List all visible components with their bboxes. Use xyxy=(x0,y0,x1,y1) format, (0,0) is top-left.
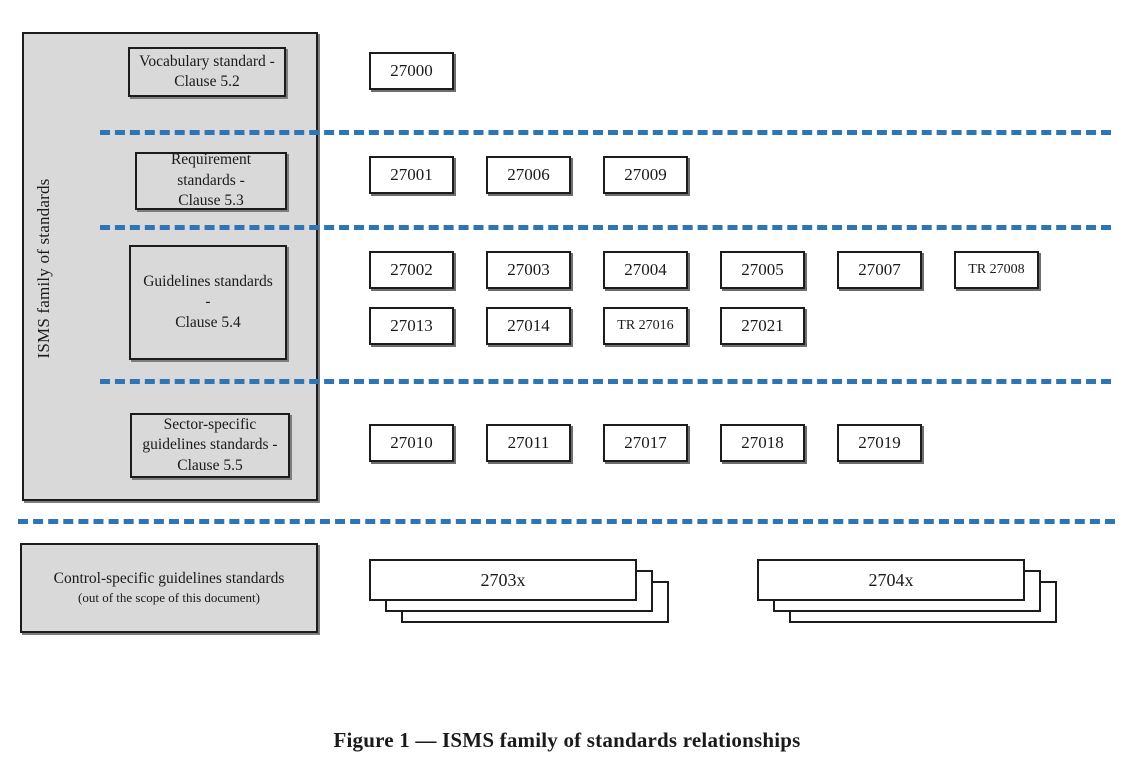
category-label-guidelines: Guidelines standards-Clause 5.4 xyxy=(143,272,273,331)
separator-dashed-line-3 xyxy=(100,379,1111,384)
standard-box-27019: 27019 xyxy=(837,424,922,462)
figure-caption: Figure 1 — ISMS family of standards rela… xyxy=(333,728,801,752)
standard-box-27013: 27013 xyxy=(369,307,454,345)
standard-box-27007: 27007 xyxy=(837,251,922,289)
category-box-guidelines: Guidelines standards-Clause 5.4 xyxy=(129,245,287,360)
standard-box-label: 27000 xyxy=(390,61,433,80)
standard-box-27021: 27021 xyxy=(720,307,805,345)
standard-box-label: 27002 xyxy=(390,260,433,279)
standard-box-label: 27001 xyxy=(390,165,433,184)
stack-sheet-front: 2703x xyxy=(369,559,637,601)
standard-box-27005: 27005 xyxy=(720,251,805,289)
category-box-vocabulary: Vocabulary standard -Clause 5.2 xyxy=(128,47,286,97)
standard-box-27001: 27001 xyxy=(369,156,454,194)
stack-sheet-front: 2704x xyxy=(757,559,1025,601)
standard-box-label: 27021 xyxy=(741,316,784,335)
standard-box-label: TR 27016 xyxy=(617,318,674,333)
standard-box-label: 27006 xyxy=(507,165,550,184)
standard-box-label: 27019 xyxy=(858,433,901,452)
separator-dashed-line-2 xyxy=(100,225,1111,230)
control-panel-subtitle: (out of the scope of this document) xyxy=(78,590,260,605)
standard-box-label: 27009 xyxy=(624,165,667,184)
standard-box-label: 27014 xyxy=(507,316,550,335)
standard-box-27018: 27018 xyxy=(720,424,805,462)
stack-label-2703x: 2703x xyxy=(480,569,526,590)
standard-box-27017: 27017 xyxy=(603,424,688,462)
standard-box-27014: 27014 xyxy=(486,307,571,345)
standard-box-label: 27010 xyxy=(390,433,433,452)
standard-box-label: 27013 xyxy=(390,316,433,335)
standard-box-27009: 27009 xyxy=(603,156,688,194)
standard-box-27000: 27000 xyxy=(369,52,454,90)
document-stack-2704x: 2704x xyxy=(757,559,1057,623)
control-specific-panel: Control-specific guidelines standards (o… xyxy=(20,543,318,633)
stack-label-2704x: 2704x xyxy=(868,569,914,590)
standard-box-27011: 27011 xyxy=(486,424,571,462)
standard-box-27002: 27002 xyxy=(369,251,454,289)
standard-box-tr-27016: TR 27016 xyxy=(603,307,688,345)
control-panel-title: Control-specific guidelines standards xyxy=(53,570,285,587)
standard-box-label: 27005 xyxy=(741,260,784,279)
separator-dashed-line-1 xyxy=(100,130,1111,135)
standard-box-27010: 27010 xyxy=(369,424,454,462)
category-label-vocabulary: Vocabulary standard -Clause 5.2 xyxy=(139,52,275,90)
standard-box-label: 27018 xyxy=(741,433,784,452)
standard-box-label: 27011 xyxy=(507,433,550,452)
standard-box-tr-27008: TR 27008 xyxy=(954,251,1039,289)
isms-family-vertical-label: ISMS family of standards xyxy=(34,178,53,359)
standard-box-27003: 27003 xyxy=(486,251,571,289)
standard-box-label: 27007 xyxy=(858,260,901,279)
separator-dashed-line-4 xyxy=(18,519,1115,524)
standard-box-label: 27004 xyxy=(624,260,667,279)
standard-box-label: 27017 xyxy=(624,433,667,452)
standard-box-27004: 27004 xyxy=(603,251,688,289)
standard-box-label: TR 27008 xyxy=(968,262,1025,277)
standard-box-label: 27003 xyxy=(507,260,550,279)
standard-box-27006: 27006 xyxy=(486,156,571,194)
document-stack-2703x: 2703x xyxy=(369,559,669,623)
